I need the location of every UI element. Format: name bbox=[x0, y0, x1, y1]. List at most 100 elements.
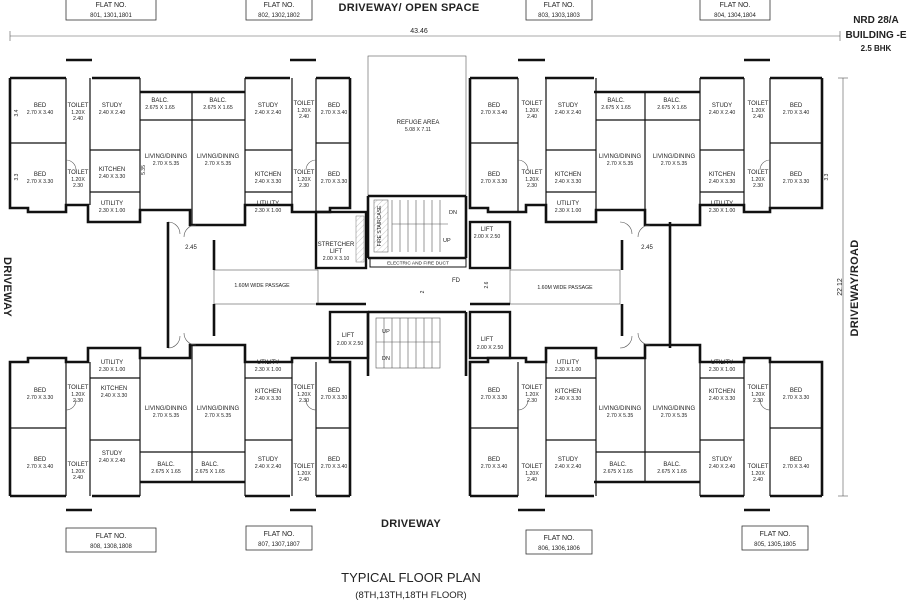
plan-title: TYPICAL FLOOR PLAN bbox=[341, 570, 481, 585]
room-toilet-dim: 1.20X bbox=[71, 469, 85, 475]
flat-box-label: FLAT NO. bbox=[760, 531, 791, 538]
room-bed: BED bbox=[488, 457, 501, 463]
room-living-dim: 2.70 X 5.35 bbox=[661, 413, 688, 419]
stretcher-lift-label: STRETCHER bbox=[318, 242, 355, 248]
passage-dim-right: 2.45 bbox=[641, 245, 653, 251]
lift-dim-2: 2.00 X 2.50 bbox=[337, 341, 364, 347]
room-study-dim: 2.40 X 2.40 bbox=[555, 464, 582, 470]
room-utility: UTILITY bbox=[257, 201, 279, 207]
dim-3-4: 3.4 bbox=[14, 109, 20, 116]
room-toilet-dim: 2.40 bbox=[753, 477, 763, 483]
room-kitchen: KITCHEN bbox=[101, 386, 127, 392]
room-utility: UTILITY bbox=[711, 201, 733, 207]
passage-left-label: 1.60M WIDE PASSAGE bbox=[234, 283, 290, 289]
room-bed-dim: 2.70 X 3.40 bbox=[321, 110, 348, 116]
room-kitchen: KITCHEN bbox=[255, 172, 281, 178]
room-toilet-dim: 1.20X bbox=[525, 108, 539, 114]
driveway-bottom-label: DRIVEWAY bbox=[381, 518, 441, 530]
room-toilet-dim: 1.20X bbox=[751, 108, 765, 114]
room-study-dim: 2.40 X 2.40 bbox=[255, 464, 282, 470]
room-study: STUDY bbox=[558, 457, 578, 463]
room-bed: BED bbox=[328, 172, 341, 178]
room-toilet-dim: 1.20X bbox=[751, 392, 765, 398]
room-balc-dim: 2.675 X 1.65 bbox=[657, 105, 687, 111]
room-toilet: TOILET bbox=[748, 464, 769, 470]
flat-bottom-left-rooms: BED 2.70 X 3.30 BED 2.70 X 3.40 TOILET 1… bbox=[27, 360, 348, 483]
room-toilet-dim: 1.20X bbox=[297, 108, 311, 114]
driveway-top-label: DRIVEWAY/ OPEN SPACE bbox=[338, 2, 479, 14]
room-study: STUDY bbox=[258, 457, 278, 463]
flat-box-numbers: 801, 1301,1801 bbox=[90, 13, 132, 19]
room-toilet: TOILET bbox=[68, 170, 89, 176]
room-bed-dim: 2.70 X 3.40 bbox=[27, 110, 54, 116]
svg-text:43.46: 43.46 bbox=[410, 28, 428, 35]
room-toilet: TOILET bbox=[294, 464, 315, 470]
inner-walls bbox=[10, 78, 822, 496]
flat-box-numbers: 806, 1306,1806 bbox=[538, 546, 580, 552]
room-bed-dim: 2.70 X 3.40 bbox=[783, 464, 810, 470]
room-bed: BED bbox=[488, 388, 501, 394]
room-utility-dim: 2.30 X 1.00 bbox=[255, 208, 282, 214]
room-living: LIVING/DINING bbox=[653, 154, 696, 160]
room-balc: BALC. bbox=[201, 462, 219, 468]
room-utility-dim: 2.30 X 1.00 bbox=[709, 367, 736, 373]
room-toilet-dim: 1.20X bbox=[751, 471, 765, 477]
room-study-dim: 2.40 X 2.40 bbox=[709, 110, 736, 116]
stretcher-lift-dim: 2.00 X 3.10 bbox=[323, 256, 350, 262]
room-kitchen-dim: 2.40 X 3.30 bbox=[101, 393, 128, 399]
building-type: 2.5 BHK bbox=[861, 44, 892, 53]
room-toilet-dim: 2.30 bbox=[299, 183, 309, 189]
room-balc: BALC. bbox=[209, 98, 227, 104]
room-bed: BED bbox=[328, 103, 341, 109]
overall-width-dimension: 43.46 bbox=[9, 28, 841, 41]
room-toilet-dim: 2.30 bbox=[73, 183, 83, 189]
room-kitchen: KITCHEN bbox=[555, 172, 581, 178]
room-toilet-dim: 2.40 bbox=[73, 116, 83, 122]
flat-box-804: FLAT NO. 804, 1304,1804 bbox=[699, 0, 771, 21]
stair-up-label: UP bbox=[443, 238, 451, 244]
room-living: LIVING/DINING bbox=[197, 154, 240, 160]
main-staircase bbox=[375, 317, 441, 369]
room-toilet: TOILET bbox=[522, 385, 543, 391]
plan-subtitle: (8TH,13TH,18TH FLOOR) bbox=[355, 590, 466, 601]
passage-right-label: 1.60M WIDE PASSAGE bbox=[537, 285, 593, 291]
room-bed: BED bbox=[328, 457, 341, 463]
room-balc: BALC. bbox=[663, 98, 681, 104]
room-toilet-dim: 1.20X bbox=[297, 471, 311, 477]
room-bed-dim: 2.70 X 3.30 bbox=[481, 179, 508, 185]
room-balc-dim: 2.675 X 1.65 bbox=[195, 469, 225, 475]
room-toilet-dim: 2.40 bbox=[527, 477, 537, 483]
room-toilet-dim: 2.40 bbox=[753, 114, 763, 120]
room-balc: BALC. bbox=[157, 462, 175, 468]
room-toilet-dim: 2.40 bbox=[299, 477, 309, 483]
refuge-area-label: REFUGE AREA bbox=[397, 120, 440, 126]
flat-box-label: FLAT NO. bbox=[264, 531, 295, 538]
room-living-dim: 2.70 X 5.35 bbox=[205, 413, 232, 419]
room-toilet-dim: 1.20X bbox=[71, 392, 85, 398]
room-toilet: TOILET bbox=[294, 385, 315, 391]
lift-dim-1: 2.00 X 2.50 bbox=[474, 234, 501, 240]
room-toilet-dim: 1.20X bbox=[297, 392, 311, 398]
room-toilet-dim: 1.20X bbox=[525, 471, 539, 477]
lift-dim-3: 2.00 X 2.50 bbox=[477, 345, 504, 351]
room-utility-dim: 2.30 X 1.00 bbox=[709, 208, 736, 214]
room-bed: BED bbox=[790, 103, 803, 109]
stair2-up-label: UP bbox=[382, 329, 390, 335]
room-study: STUDY bbox=[102, 103, 122, 109]
dim-3-3-right: 3.3 bbox=[824, 173, 830, 180]
flat-box-802: FLAT NO. 802, 1302,1802 bbox=[245, 0, 313, 21]
building-name: BUILDING -E bbox=[845, 30, 906, 41]
room-utility: UTILITY bbox=[257, 360, 279, 366]
room-bed: BED bbox=[488, 172, 501, 178]
flat-box-805: FLAT NO. 805, 1305,1805 bbox=[741, 525, 809, 551]
room-study-dim: 2.40 X 2.40 bbox=[709, 464, 736, 470]
dim-2: 2 bbox=[420, 290, 426, 293]
flat-bottom-right-rooms: BED 2.70 X 3.30 BED 2.70 X 3.40 TOILET 1… bbox=[481, 360, 810, 483]
room-toilet-dim: 1.20X bbox=[297, 177, 311, 183]
flat-box-label: FLAT NO. bbox=[96, 533, 127, 540]
room-study-dim: 2.40 X 2.40 bbox=[99, 458, 126, 464]
room-study: STUDY bbox=[558, 103, 578, 109]
stair-dn-label: DN bbox=[449, 210, 457, 216]
room-kitchen: KITCHEN bbox=[555, 389, 581, 395]
flat-box-numbers: 804, 1304,1804 bbox=[714, 13, 756, 19]
